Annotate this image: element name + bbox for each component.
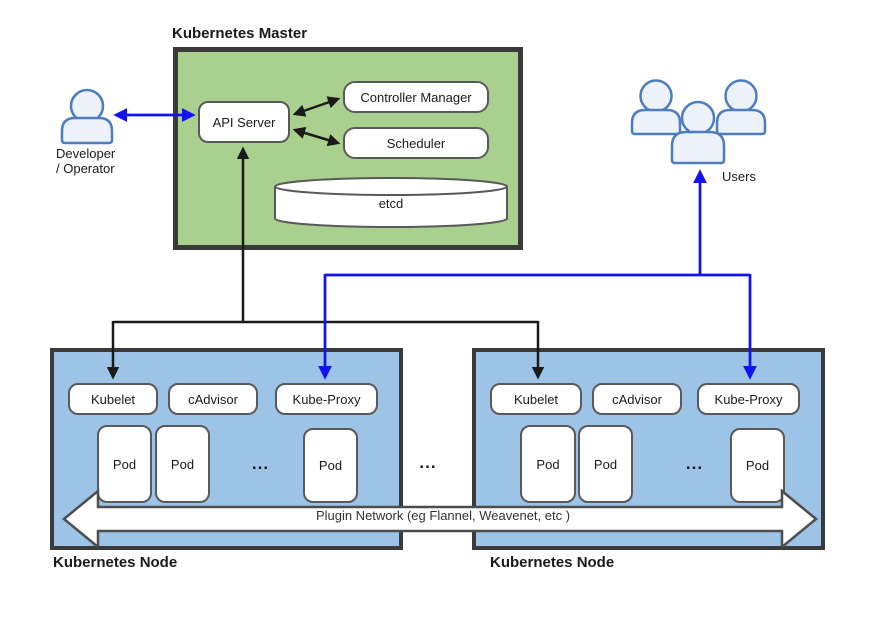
scheduler-box: Scheduler [343, 127, 489, 159]
kube-proxy-box: Kube-Proxy [697, 383, 800, 415]
node-right-content: Kubelet cAdvisor Kube-Proxy Pod Pod ... … [472, 348, 825, 550]
master-title: Kubernetes Master [172, 25, 308, 42]
users-group-icon [630, 79, 767, 165]
kubelet-box: Kubelet [68, 383, 158, 415]
pod-box: Pod [730, 428, 785, 503]
pod-box: Pod [520, 425, 576, 503]
node-right-title: Kubernetes Node [490, 554, 615, 571]
kube-proxy-box: Kube-Proxy [275, 383, 378, 415]
developer-label: Developer / Operator [56, 146, 115, 176]
pod-box: Pod [155, 425, 210, 503]
pods-ellipsis: ... [251, 454, 270, 473]
pod-box: Pod [303, 428, 358, 503]
developer-label-line1: Developer [56, 146, 116, 161]
users-label: Users [722, 169, 756, 184]
developer-label-line2: / Operator [56, 161, 115, 176]
api-server-box: API Server [198, 101, 290, 143]
pods-ellipsis: ... [685, 454, 704, 473]
node-left-title: Kubernetes Node [53, 554, 178, 571]
kubelet-box: Kubelet [490, 383, 582, 415]
nodes-gap-ellipsis: ... [419, 453, 437, 472]
cadvisor-box: cAdvisor [592, 383, 682, 415]
plugin-network-label: Plugin Network (eg Flannel, Weavenet, et… [315, 508, 571, 523]
cadvisor-box: cAdvisor [168, 383, 258, 415]
etcd-label: etcd [378, 196, 404, 211]
developer-person-icon [60, 88, 114, 145]
pod-box: Pod [97, 425, 152, 503]
controller-manager-box: Controller Manager [343, 81, 489, 113]
pod-box: Pod [578, 425, 633, 503]
